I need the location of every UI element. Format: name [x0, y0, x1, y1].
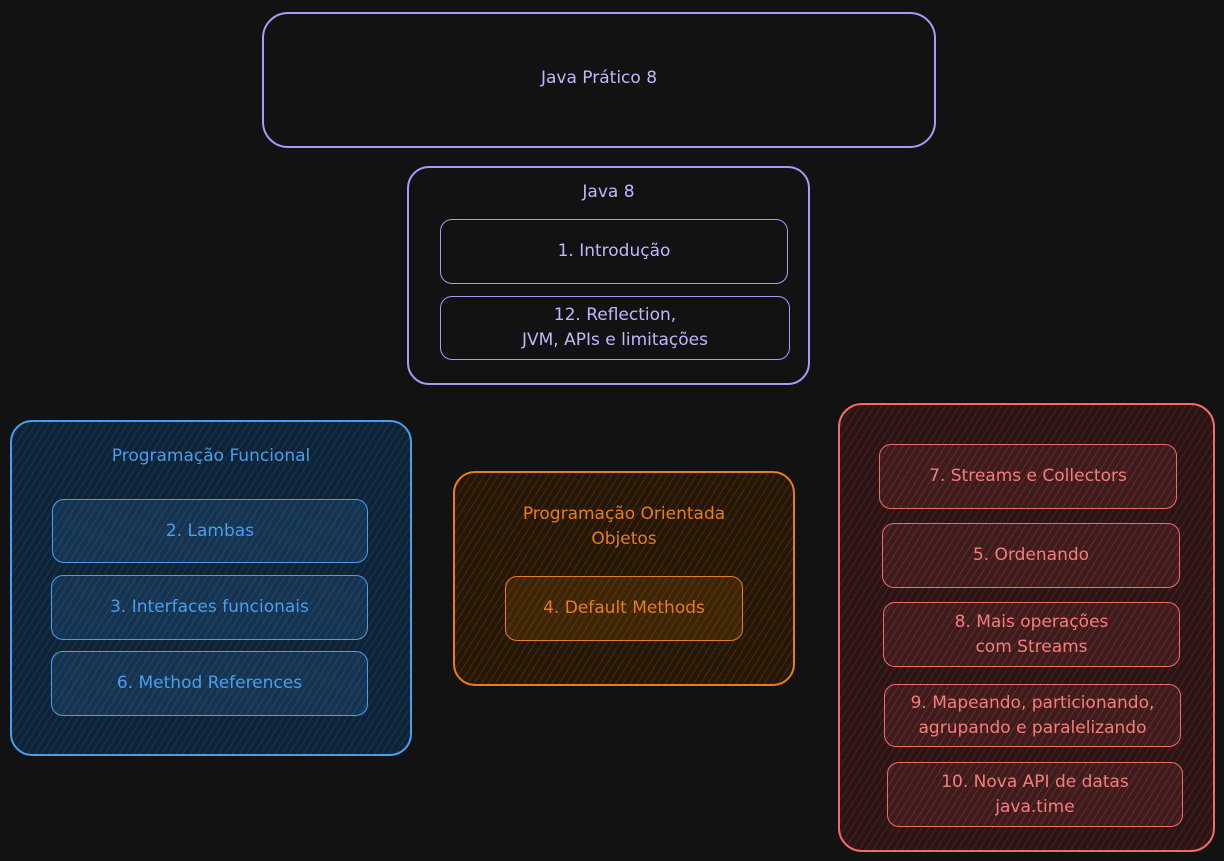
- java8-group: Java 8 1. Introdução 12. Reflection, JVM…: [407, 166, 810, 385]
- functional-item-interfaces: 3. Interfaces funcionais: [51, 575, 368, 640]
- functional-group-label: Programação Funcional: [111, 446, 311, 466]
- functional-item-lambas: 2. Lambas: [52, 499, 368, 563]
- java8-item-introducao: 1. Introdução: [440, 219, 788, 284]
- title-label: Java Prático 8: [540, 68, 658, 88]
- java8-item-reflection: 12. Reflection, JVM, APIs e limitações: [440, 296, 790, 360]
- oop-group-label: Programação Orientada Objetos: [522, 504, 726, 549]
- streams-group: 7. Streams e Collectors 5. Ordenando 8. …: [838, 403, 1215, 852]
- streams-item-mapeando: 9. Mapeando, particionando, agrupando e …: [884, 684, 1181, 747]
- functional-group: Programação Funcional 2. Lambas 3. Inter…: [10, 420, 412, 756]
- functional-item-method-references: 6. Method References: [51, 651, 368, 716]
- oop-group: Programação Orientada Objetos 4. Default…: [453, 471, 795, 686]
- streams-item-datas: 10. Nova API de datas java.time: [887, 762, 1183, 827]
- streams-item-ordenando: 5. Ordenando: [882, 523, 1180, 588]
- streams-item-collectors: 7. Streams e Collectors: [879, 444, 1177, 509]
- java8-group-label: Java 8: [582, 182, 635, 202]
- title-box: Java Prático 8: [262, 12, 936, 148]
- streams-item-mais-operacoes: 8. Mais operações com Streams: [883, 602, 1180, 667]
- oop-item-default-methods: 4. Default Methods: [505, 576, 743, 641]
